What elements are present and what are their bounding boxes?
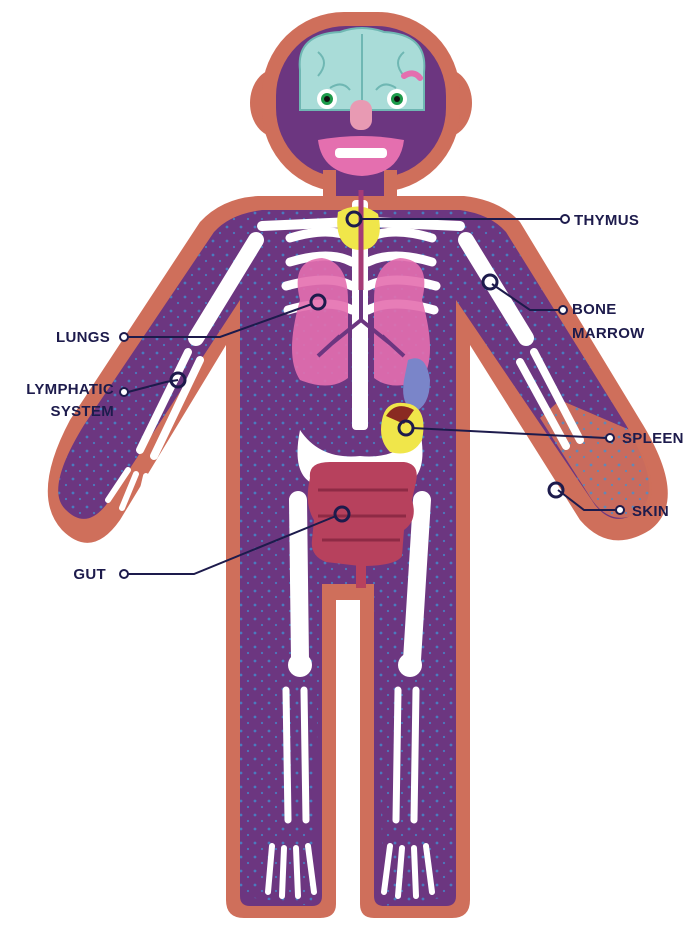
label-bone-marrow-line2: MARROW bbox=[572, 325, 645, 342]
label-gut: GUT bbox=[73, 566, 106, 583]
label-bone-marrow-line1: BONE bbox=[572, 301, 617, 318]
label-skin: SKIN bbox=[632, 503, 669, 520]
label-lymphatic-line1: LYMPHATIC bbox=[26, 381, 114, 398]
end-marker-icon bbox=[616, 506, 624, 514]
label-lymphatic-line2: SYSTEM bbox=[51, 403, 114, 420]
end-marker-icon bbox=[120, 570, 128, 578]
end-marker-icon bbox=[120, 388, 128, 396]
end-marker-icon bbox=[561, 215, 569, 223]
gut-organ bbox=[308, 462, 417, 566]
ring-marker-icon bbox=[549, 483, 563, 497]
label-spleen: SPLEEN bbox=[622, 430, 684, 447]
end-marker-icon bbox=[120, 333, 128, 341]
end-marker-icon bbox=[559, 306, 567, 314]
label-lungs: LUNGS bbox=[56, 329, 110, 346]
label-thymus: THYMUS bbox=[574, 212, 639, 229]
nose bbox=[350, 100, 372, 130]
left-lung bbox=[292, 258, 348, 386]
end-marker-icon bbox=[606, 434, 614, 442]
